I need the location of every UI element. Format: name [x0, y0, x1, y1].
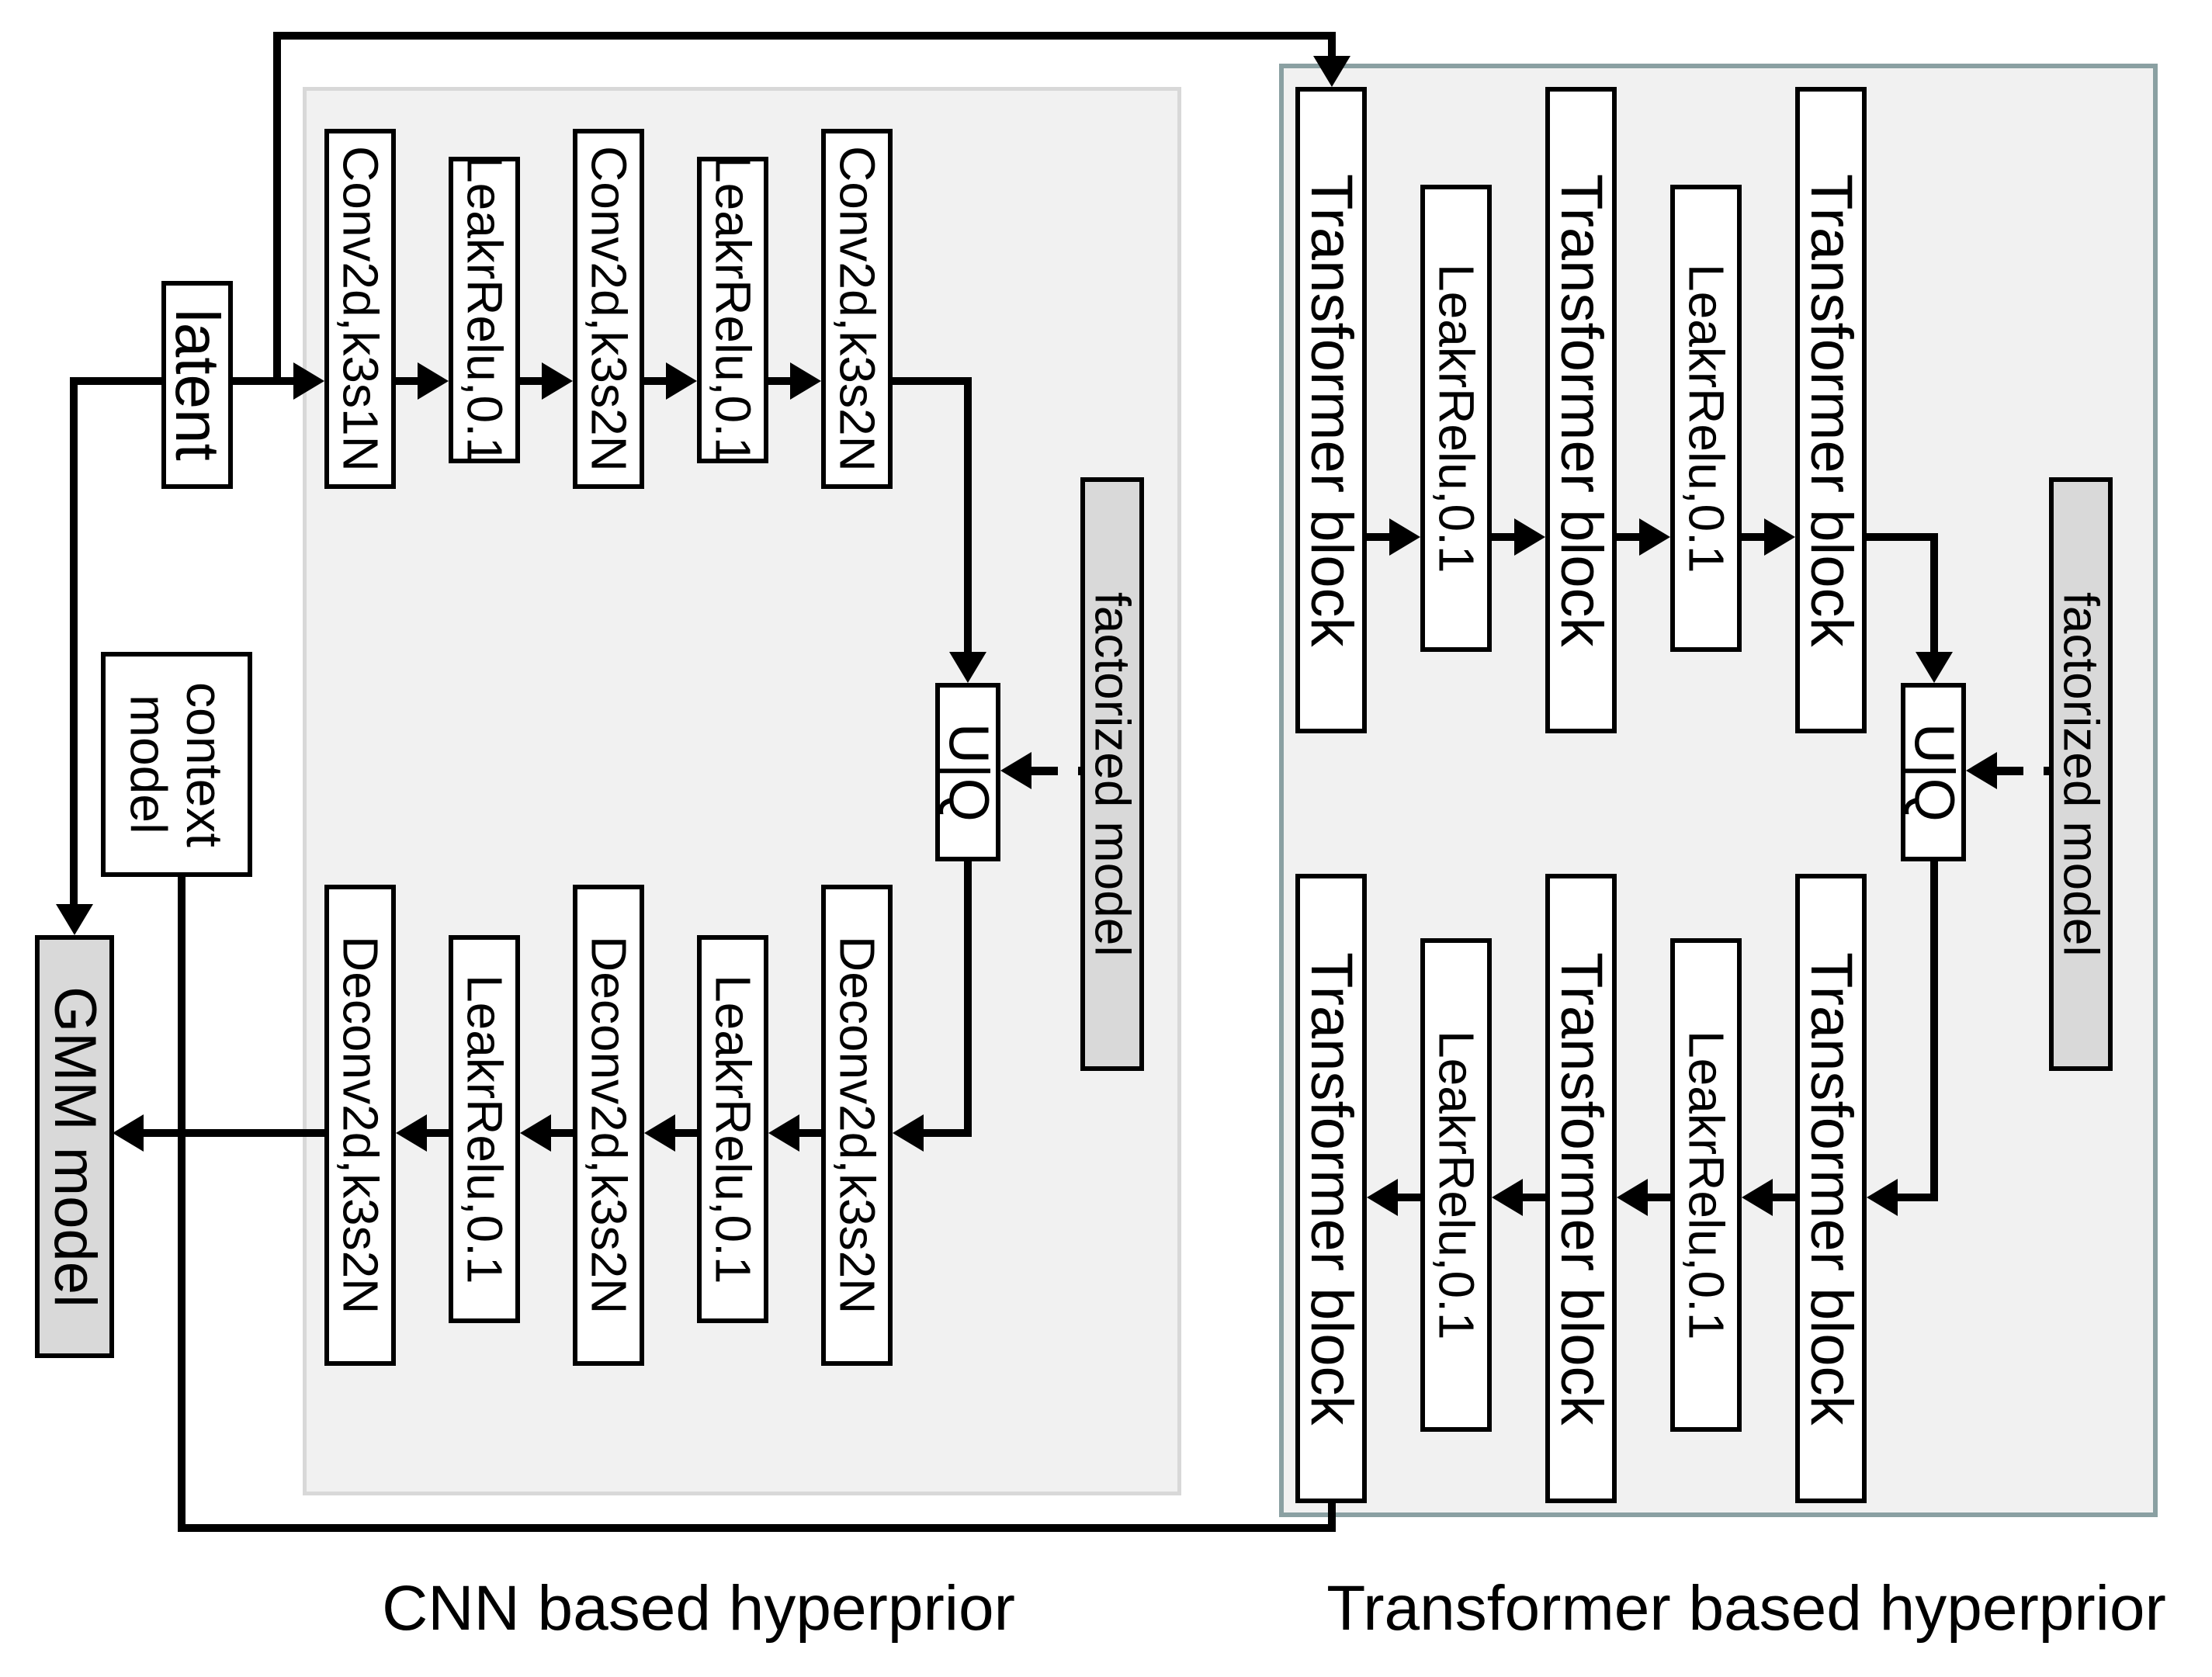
trans-top-box-2: LeakrRelu,0.1 — [1420, 185, 1492, 652]
arrowhead — [1367, 1179, 1398, 1216]
trans-top-box-3: Transformer block — [1545, 87, 1617, 733]
top-feed-line — [273, 32, 1336, 40]
trans-top-box-4: LeakrRelu,0.1 — [1670, 185, 1742, 652]
latent-to-gmm-line — [70, 377, 78, 906]
flow-line — [1742, 533, 1767, 541]
context-model-line — [178, 877, 185, 1532]
trans-uq-box: U|Q — [1901, 683, 1966, 861]
transformer-panel-title: Transformer based hyperprior — [1326, 1573, 2166, 1644]
flow-line — [520, 377, 545, 385]
trans-factorized-dashed-line — [1997, 767, 2049, 775]
arrowhead — [1742, 1179, 1773, 1216]
flow-line — [1648, 1194, 1670, 1201]
cnn-top-box-1: Conv2d,k3s1N — [324, 129, 396, 489]
arrowhead — [1639, 518, 1670, 556]
trans-elbow-line — [1867, 533, 1938, 541]
trans-bottom-box-4: LeakrRelu,0.1 — [1670, 938, 1742, 1432]
cnn-bottom-box-1: Deconv2d,k3s2N — [324, 885, 396, 1366]
cnn-panel-title: CNN based hyperprior — [382, 1573, 1015, 1644]
arrowhead — [893, 1114, 924, 1152]
cnn-top-box-4: LeakrRelu,0.1 — [697, 155, 768, 465]
cnn-bottom-box-4: LeakrRelu,0.1 — [697, 935, 768, 1323]
context-model-box: context model — [101, 652, 252, 877]
trans-bottom-box-3: Transformer block — [1545, 874, 1617, 1503]
trans-elbow-down — [1930, 533, 1938, 653]
cnn-uq-box: U|Q — [935, 683, 1000, 861]
arrowhead — [790, 362, 821, 400]
trans-uq-down — [1930, 861, 1938, 1201]
cnn-bottom-box-2: LeakrRelu,0.1 — [449, 935, 520, 1323]
cnn-bottom-box-3: Deconv2d,k3s2N — [573, 885, 644, 1366]
arrowhead — [1764, 518, 1795, 556]
flow-line — [768, 377, 793, 385]
flow-line — [1617, 533, 1642, 541]
cnn-top-box-2: LeakrRelu,0.1 — [449, 155, 520, 465]
gmm-model-box: GMM model — [35, 935, 114, 1358]
arrowhead — [1966, 752, 1997, 789]
latent-box: latent — [161, 281, 233, 489]
cnn-uq-down — [964, 861, 972, 1137]
cnn-elbow-line — [893, 377, 970, 385]
arrowhead — [1617, 1179, 1648, 1216]
cnn-top-box-5: Conv2d,k3s2N — [821, 129, 893, 489]
trans-bottom-box-5: Transformer block — [1795, 874, 1867, 1503]
arrowhead — [56, 904, 93, 935]
flow-line — [675, 1129, 697, 1137]
arrowhead — [644, 1114, 675, 1152]
uq-output-line — [924, 1129, 972, 1137]
trans-top-box-1: Transformer block — [1295, 87, 1367, 733]
arrowhead — [666, 362, 697, 400]
latent-split-line — [273, 32, 281, 385]
flow-line — [1773, 1194, 1795, 1201]
arrowhead — [1514, 518, 1545, 556]
flow-line — [427, 1129, 449, 1137]
arrowhead — [1000, 752, 1031, 789]
trans-bottom-box-2: LeakrRelu,0.1 — [1420, 938, 1492, 1432]
factorized-dashed-line — [1031, 767, 1080, 775]
arrowhead — [1492, 1179, 1523, 1216]
trans-uq-output-line — [1898, 1194, 1938, 1201]
bottom-return-line — [178, 1524, 1336, 1532]
trans-output-stub — [1328, 1503, 1336, 1532]
arrowhead — [1313, 56, 1350, 87]
arrowhead — [113, 1114, 144, 1152]
flow-line — [799, 1129, 821, 1137]
flow-line — [1367, 533, 1392, 541]
flow-line — [551, 1129, 573, 1137]
flow-line — [1398, 1194, 1420, 1201]
trans-bottom-box-1: Transformer block — [1295, 874, 1367, 1503]
arrowhead — [520, 1114, 551, 1152]
arrowhead — [418, 362, 449, 400]
flow-line — [1492, 533, 1517, 541]
trans-factorized-box: factorized model — [2049, 477, 2113, 1071]
arrowhead — [1867, 1179, 1898, 1216]
arrowhead — [1389, 518, 1420, 556]
cnn-bottom-box-5: Deconv2d,k3s2N — [821, 885, 893, 1366]
arrowhead — [949, 652, 986, 683]
gmm-input-line — [144, 1129, 324, 1137]
arrowhead — [293, 362, 324, 400]
flow-line — [1523, 1194, 1545, 1201]
cnn-factorized-box: factorized model — [1080, 477, 1144, 1071]
feed-into-transformer — [1328, 32, 1336, 57]
arrowhead — [542, 362, 573, 400]
cnn-top-box-3: Conv2d,k3s2N — [573, 129, 644, 489]
cnn-elbow-down — [964, 377, 972, 653]
flow-line — [396, 377, 421, 385]
flow-line — [644, 377, 669, 385]
arrowhead — [1916, 652, 1953, 683]
trans-top-box-5: Transformer block — [1795, 87, 1867, 733]
arrowhead — [396, 1114, 427, 1152]
arrowhead — [768, 1114, 799, 1152]
